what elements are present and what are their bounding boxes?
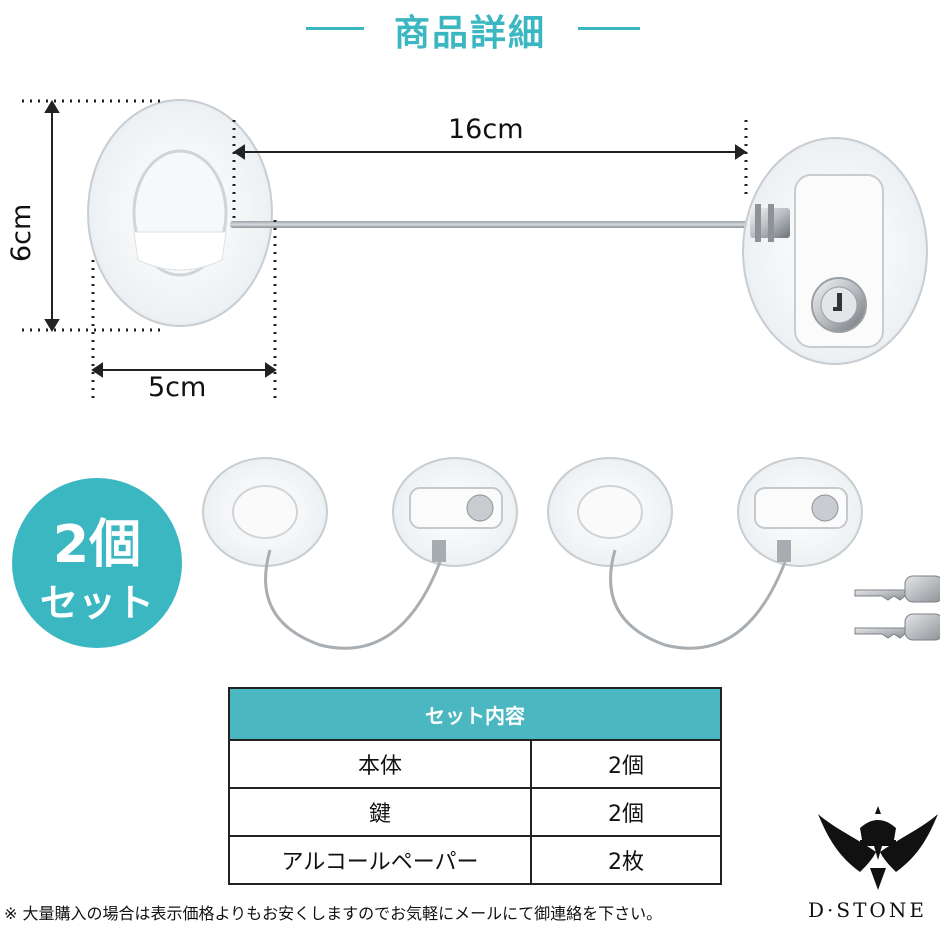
table-header: セット内容 [230,689,720,741]
key-icon [854,575,940,641]
set-contents-table: セット内容 本体 2個 鍵 2個 アルコールペーパー 2枚 [228,687,722,885]
table-cell-item: アルコールペーパー [230,837,532,883]
table-row: 本体 2個 [230,741,720,787]
two-set-product-image [202,457,940,650]
header-line-left [306,27,364,30]
dimension-width-label: 5cm [148,372,207,403]
dimension-height-label: 6cm [6,203,37,262]
bulk-purchase-note: ※ 大量購入の場合は表示価格よりもお安くしますのでお気軽にメールにて御連絡を下さ… [4,904,663,923]
table-row: アルコールペーパー 2枚 [230,835,720,883]
product-dimension-diagram [22,99,928,398]
page-title: 商品詳細 [393,13,546,54]
table-cell-item: 鍵 [230,789,532,835]
crown-wings-logo-icon [818,806,938,890]
header-line-right [578,27,640,30]
dimension-length-label: 16cm [448,114,524,145]
table-cell-item: 本体 [230,741,532,787]
table-cell-qty: 2枚 [608,850,644,875]
badge-set: セット [39,581,154,625]
table-cell-qty: 2個 [608,754,644,779]
table-row: 鍵 2個 [230,787,720,835]
lock-set-2 [547,457,863,650]
steel-cable [230,221,750,228]
lock-set-1 [202,457,518,650]
badge-count: 2個 [52,515,142,575]
set-count-badge: 2個 セット [12,478,182,648]
brand-name: D·STONE [808,898,927,922]
table-cell-qty: 2個 [608,802,644,827]
